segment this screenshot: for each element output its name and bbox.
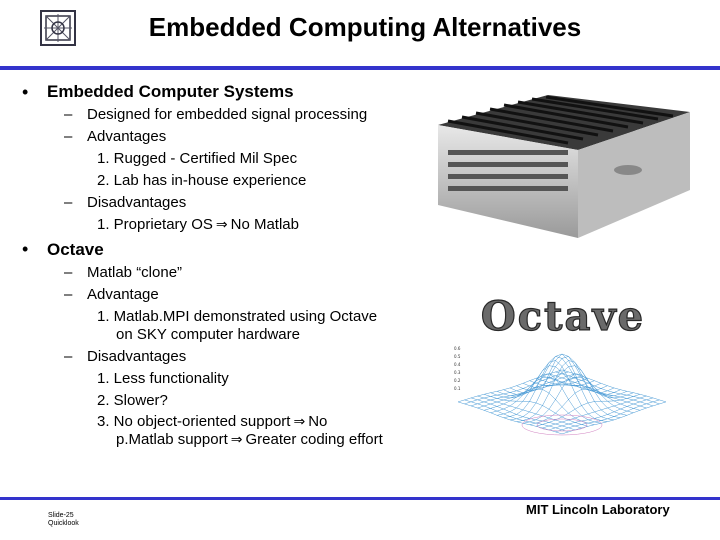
slide-number: Slide-25 Quicklook bbox=[48, 512, 79, 528]
page-title: Embedded Computing Alternatives bbox=[148, 12, 582, 42]
implies-arrow-icon: ⇒ bbox=[215, 217, 228, 233]
dash-icon: – bbox=[64, 348, 73, 365]
dash-icon: – bbox=[64, 128, 73, 145]
mesh-line bbox=[529, 388, 634, 425]
list-item: 3. No object-oriented support⇒No bbox=[97, 413, 327, 430]
footer-divider bbox=[0, 497, 720, 500]
mesh-line bbox=[561, 401, 667, 435]
surface-plot-image: 0.6 0.5 0.4 0.3 0.2 0.1 bbox=[454, 346, 667, 436]
octave-logo-icon: Octave bbox=[450, 296, 676, 340]
mesh-line bbox=[464, 399, 569, 433]
mesh-line bbox=[509, 353, 615, 421]
svg-text:0.1: 0.1 bbox=[454, 386, 461, 391]
mesh-line bbox=[535, 394, 641, 427]
bullet-icon: • bbox=[22, 239, 29, 259]
list-item: Disadvantages bbox=[87, 348, 187, 365]
bullet-icon: • bbox=[22, 82, 29, 102]
mesh-line bbox=[477, 395, 582, 429]
list-item: p.Matlab support⇒Greater coding effort bbox=[116, 431, 383, 448]
svg-text:0.2: 0.2 bbox=[454, 378, 461, 383]
mesh-line bbox=[496, 373, 602, 424]
list-item: on SKY computer hardware bbox=[116, 326, 300, 343]
dash-icon: – bbox=[64, 264, 73, 281]
svg-text:0.3: 0.3 bbox=[454, 370, 461, 375]
section-heading: Octave bbox=[47, 240, 104, 259]
lincoln-lab-logo-icon bbox=[40, 10, 76, 46]
server-chassis-image bbox=[438, 95, 690, 238]
list-item: Matlab “clone” bbox=[87, 264, 183, 281]
list-item: 2. Lab has in-house experience bbox=[97, 172, 307, 189]
author-label: Quicklook bbox=[48, 520, 79, 527]
dash-icon: – bbox=[64, 106, 73, 123]
mesh-line bbox=[561, 369, 667, 403]
footer-lab-name: MIT Lincoln Laboratory bbox=[526, 502, 670, 517]
mesh-line bbox=[509, 353, 615, 421]
mesh-line bbox=[470, 397, 576, 431]
list-item-text: 3. No object-oriented support bbox=[97, 413, 291, 430]
mesh-line bbox=[555, 399, 660, 433]
mesh-line bbox=[490, 388, 595, 425]
list-item: 1. Proprietary OS⇒No Matlab bbox=[97, 216, 299, 233]
list-item: Advantages bbox=[87, 128, 167, 145]
list-item-text: No Matlab bbox=[230, 216, 299, 233]
svg-text:0.5: 0.5 bbox=[454, 354, 461, 359]
list-item-text: p.Matlab support bbox=[116, 431, 228, 448]
mesh-line bbox=[457, 401, 563, 435]
octave-logo-text: Octave bbox=[481, 296, 645, 340]
list-item: 2. Slower? bbox=[97, 392, 168, 409]
svg-text:0.6: 0.6 bbox=[454, 346, 461, 351]
list-item: 1. Rugged - Certified Mil Spec bbox=[97, 150, 298, 167]
implies-arrow-icon: ⇒ bbox=[293, 414, 306, 430]
section-heading: Embedded Computer Systems bbox=[47, 82, 294, 101]
list-item-text: Greater coding effort bbox=[245, 431, 383, 448]
mesh-line bbox=[548, 397, 654, 431]
implies-arrow-icon: ⇒ bbox=[230, 432, 243, 448]
mesh-line bbox=[542, 395, 647, 429]
svg-text:0.4: 0.4 bbox=[454, 362, 461, 367]
list-item-text: No bbox=[308, 413, 328, 430]
mesh-line bbox=[483, 394, 589, 427]
list-item: Advantage bbox=[87, 286, 159, 303]
header-divider bbox=[0, 66, 720, 70]
list-item: 1. Matlab.MPI demonstrated using Octave bbox=[97, 308, 378, 325]
slide-label: Slide-25 bbox=[48, 512, 74, 519]
dash-icon: – bbox=[64, 194, 73, 211]
list-item: Disadvantages bbox=[87, 194, 187, 211]
mesh-line bbox=[457, 369, 563, 403]
list-item: 1. Less functionality bbox=[97, 370, 229, 387]
dash-icon: – bbox=[64, 286, 73, 303]
list-item: Designed for embedded signal processing bbox=[87, 106, 368, 123]
list-item-text: 1. Proprietary OS bbox=[97, 216, 213, 233]
mesh-line bbox=[522, 373, 628, 424]
